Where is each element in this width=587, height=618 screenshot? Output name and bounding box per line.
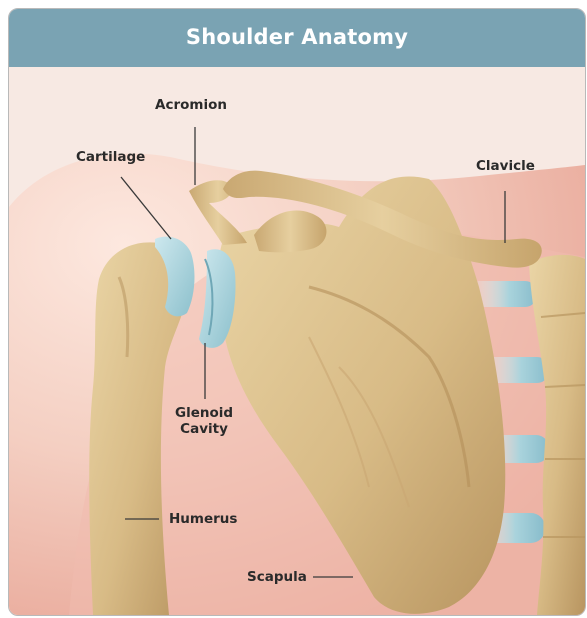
diagram-title: Shoulder Anatomy — [9, 9, 585, 67]
label-acromion: Acromion — [155, 97, 227, 113]
label-glenoid-cavity: Glenoid Cavity — [175, 405, 233, 437]
label-cartilage: Cartilage — [76, 149, 145, 165]
label-clavicle: Clavicle — [476, 158, 535, 174]
title-bar: Shoulder Anatomy — [9, 9, 585, 67]
diagram-frame: Shoulder Anatomy — [8, 8, 586, 616]
label-humerus: Humerus — [169, 511, 237, 527]
label-scapula: Scapula — [247, 569, 307, 585]
